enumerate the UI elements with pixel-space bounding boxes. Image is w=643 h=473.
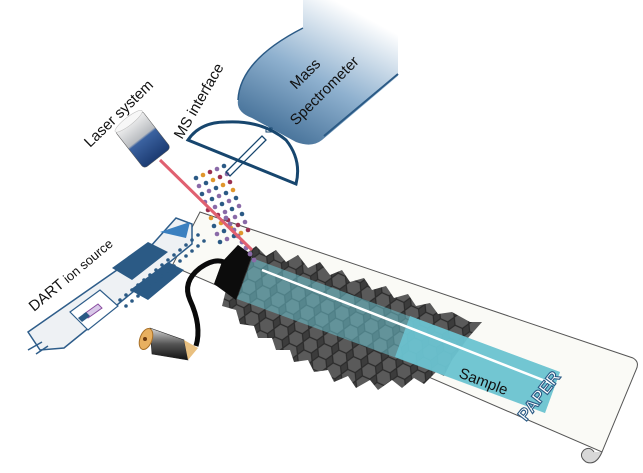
ion-dot: [172, 253, 176, 257]
ion-dot: [226, 198, 232, 204]
ion-dot: [213, 185, 219, 191]
ion-dot: [221, 228, 227, 234]
ion-dot: [229, 206, 235, 212]
ion-dot: [211, 223, 217, 229]
ion-dot: [247, 251, 253, 257]
laser-beam: [158, 158, 254, 252]
ion-dot: [214, 166, 220, 172]
ion-dot: [190, 249, 194, 253]
ion-dot: [190, 238, 194, 242]
ion-dot: [178, 259, 182, 263]
ion-dot: [236, 203, 242, 209]
dart-ion-source: DART ion source: [26, 217, 193, 355]
ion-dot: [209, 196, 215, 202]
ion-dot: [148, 273, 152, 277]
ion-dot: [200, 172, 206, 178]
ion-dot: [223, 190, 229, 196]
ion-dot: [124, 304, 128, 308]
ion-dot: [118, 298, 122, 302]
paper-curl-icon: [580, 447, 603, 464]
ion-dot: [210, 177, 216, 183]
sample-strip: Sample: [237, 258, 560, 413]
ion-dot: [222, 209, 228, 215]
ion-dot: [196, 244, 200, 248]
ion-dot: [217, 239, 223, 245]
ion-dot: [136, 283, 140, 287]
laser-system: Laser system: [81, 77, 254, 252]
ion-particles: [118, 163, 257, 308]
ion-dot: [154, 268, 158, 272]
ion-dot: [196, 233, 200, 237]
ion-dot: [196, 183, 202, 189]
ion-dot: [142, 278, 146, 282]
ion-dot: [160, 274, 164, 278]
ion-dot: [214, 231, 220, 237]
pencil-icon: [138, 258, 225, 361]
ion-dot: [148, 284, 152, 288]
ion-dot: [207, 169, 213, 175]
ion-dot: [212, 204, 218, 210]
ion-dot: [202, 239, 206, 243]
ion-dot: [142, 289, 146, 293]
ion-dot: [184, 254, 188, 258]
ion-dot: [166, 269, 170, 273]
ion-dot: [193, 175, 199, 181]
ion-dot: [223, 215, 229, 221]
mass-spectrometer: Mass Spectrometer: [237, 0, 399, 145]
ion-dot: [235, 222, 241, 228]
ion-dot: [227, 221, 233, 227]
ion-dot: [238, 230, 244, 236]
ion-dot: [239, 211, 245, 217]
ion-dot: [172, 264, 176, 268]
ion-dot: [136, 294, 140, 298]
ion-dot: [245, 227, 251, 233]
ion-dot: [220, 182, 226, 188]
ion-dot: [124, 293, 128, 297]
ion-dot: [154, 279, 158, 283]
ion-dot: [230, 187, 236, 193]
ion-dot: [224, 171, 230, 177]
ion-dot: [130, 288, 134, 292]
ion-dot: [206, 188, 212, 194]
ion-dot: [242, 219, 248, 225]
ion-dot: [208, 215, 214, 221]
ion-dot: [232, 214, 238, 220]
ion-dot: [184, 243, 188, 247]
ion-dot: [166, 258, 170, 262]
ion-dot: [203, 180, 209, 186]
ion-dot: [227, 179, 233, 185]
ion-dot: [221, 163, 227, 169]
ion-dot: [233, 195, 239, 201]
ion-dot: [199, 191, 205, 197]
ion-dot: [251, 257, 257, 263]
ion-dot: [217, 174, 223, 180]
ion-dot: [160, 263, 164, 267]
ion-dot: [224, 236, 230, 242]
ion-dot: [178, 248, 182, 252]
ion-dot: [219, 201, 225, 207]
ion-dot: [130, 299, 134, 303]
ion-dot: [216, 193, 222, 199]
